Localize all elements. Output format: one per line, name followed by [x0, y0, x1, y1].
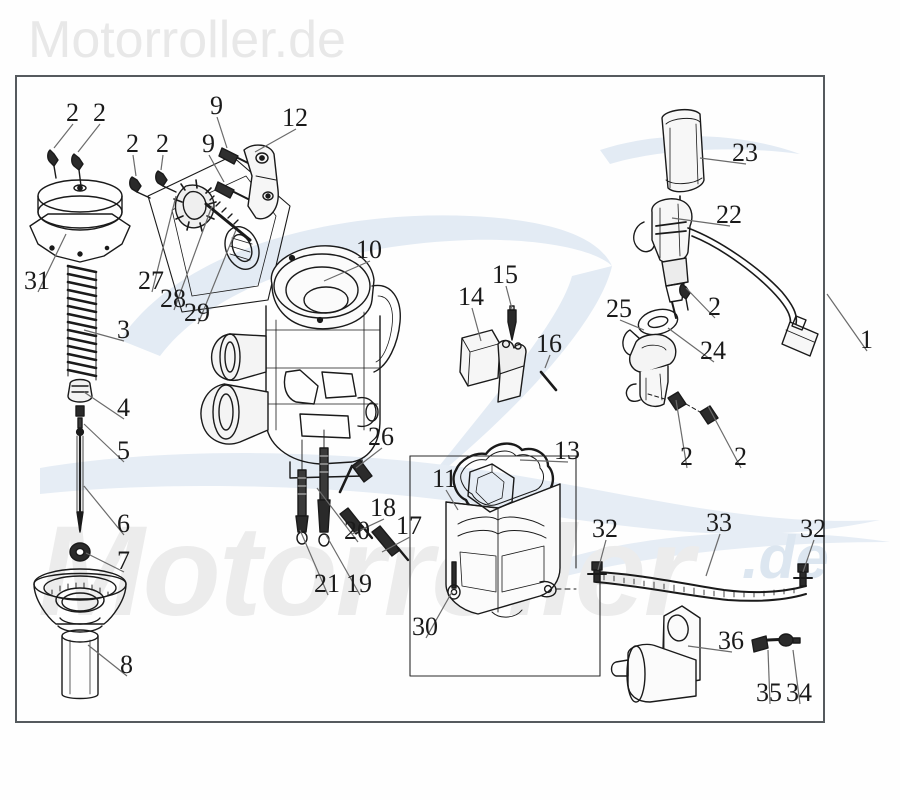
callout-number-13: 13 [554, 436, 580, 465]
callout-number-2: 2 [126, 129, 139, 158]
callout-number-4: 4 [117, 393, 130, 422]
callout-number-1: 1 [860, 325, 873, 354]
callout-number-21: 21 [314, 569, 340, 598]
callout-number-28: 28 [160, 284, 186, 313]
callout-number-9: 9 [210, 91, 223, 120]
callout-number-20: 20 [344, 516, 370, 545]
callout-number-12: 12 [282, 103, 308, 132]
callout-number-23: 23 [732, 138, 758, 167]
callout-number-36: 36 [718, 626, 744, 655]
callout-number-2: 2 [156, 129, 169, 158]
diagram-frame [15, 75, 825, 723]
header-watermark: Motorroller.de [28, 11, 346, 69]
callout-number-24: 24 [700, 336, 726, 365]
callout-number-29: 29 [184, 298, 210, 327]
callout-number-26: 26 [368, 422, 394, 451]
callout-number-35: 35 [756, 678, 782, 707]
callout-number-2: 2 [680, 442, 693, 471]
callout-number-8: 8 [120, 650, 133, 679]
callout-number-2: 2 [66, 98, 79, 127]
callout-number-31: 31 [24, 266, 50, 295]
callout-number-16: 16 [536, 329, 562, 358]
callout-number-19: 19 [346, 569, 372, 598]
callout-number-34: 34 [786, 678, 812, 707]
callout-number-5: 5 [117, 436, 130, 465]
callout-number-2: 2 [734, 442, 747, 471]
callout-number-22: 22 [716, 200, 742, 229]
callout-number-25: 25 [606, 294, 632, 323]
callout-number-14: 14 [458, 282, 484, 311]
callout-number-33: 33 [706, 508, 732, 537]
callout-number-2: 2 [708, 292, 721, 321]
callout-number-32: 32 [592, 514, 618, 543]
callout-number-30: 30 [412, 612, 438, 641]
callout-number-9: 9 [202, 129, 215, 158]
callout-number-10: 10 [356, 235, 382, 264]
callout-number-18: 18 [370, 493, 396, 522]
callout-number-2: 2 [93, 98, 106, 127]
callout-number-15: 15 [492, 260, 518, 289]
callout-number-17: 17 [396, 511, 422, 540]
callout-number-6: 6 [117, 509, 130, 538]
callout-number-7: 7 [117, 546, 130, 575]
callout-number-11: 11 [432, 464, 458, 493]
callout-number-32: 32 [800, 514, 826, 543]
callout-number-3: 3 [117, 315, 130, 344]
callout-number-27: 27 [138, 266, 164, 295]
